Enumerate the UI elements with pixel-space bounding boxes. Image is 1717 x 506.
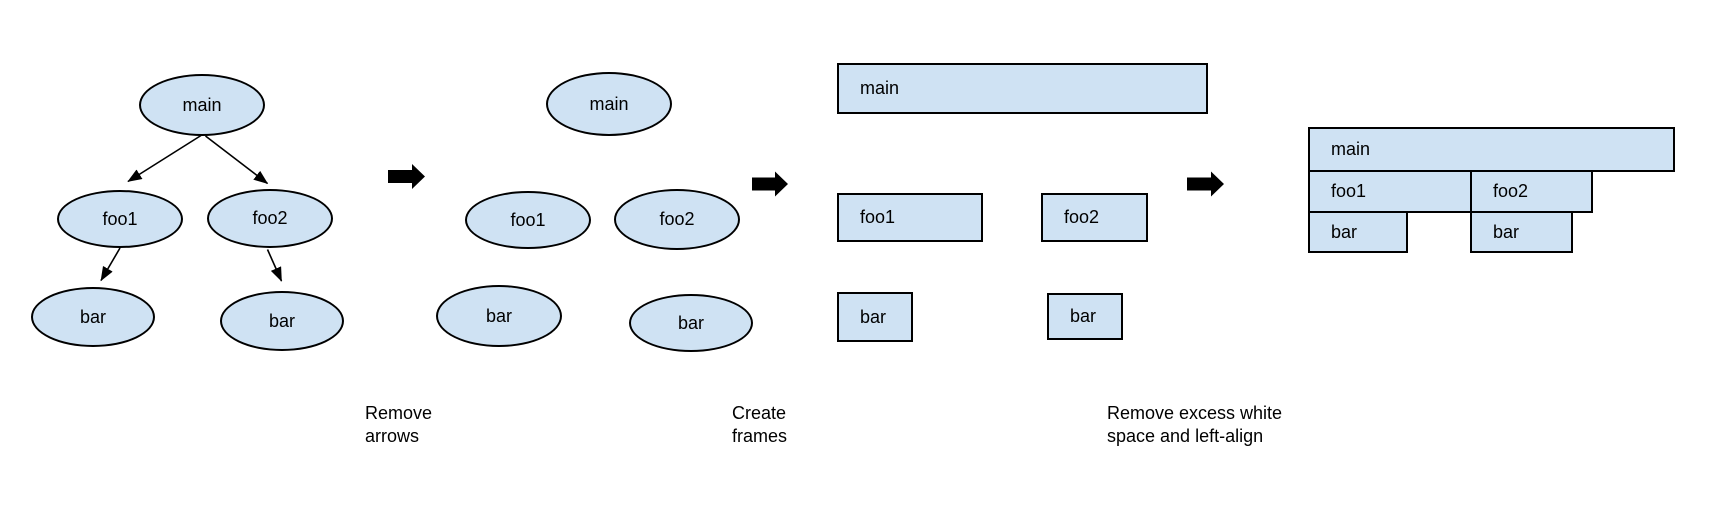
frame-foo1: foo1 bbox=[837, 193, 983, 242]
caption-create-frames: Create frames bbox=[732, 402, 787, 448]
tree-edge-main-foo1 bbox=[127, 134, 202, 183]
noarrow-node-main: main bbox=[546, 72, 672, 136]
frame-bar-left: bar bbox=[837, 292, 913, 342]
flame-frame-bar-right: bar bbox=[1470, 211, 1573, 253]
tree-edge-foo2-bar bbox=[266, 249, 283, 282]
frame-main: main bbox=[837, 63, 1208, 114]
tree-node-bar-left: bar bbox=[31, 287, 155, 347]
noarrow-node-bar-left: bar bbox=[436, 285, 562, 347]
frame-bar-right: bar bbox=[1047, 293, 1123, 340]
caption-create-frames-line2: frames bbox=[732, 426, 788, 446]
caption-left-align: Remove excess white space and left-align bbox=[1107, 402, 1282, 448]
caption-remove-arrows-line1: Remove bbox=[365, 403, 433, 423]
step-arrow-3-right-arrow-icon bbox=[1187, 171, 1224, 197]
caption-remove-arrows: Remove arrows bbox=[365, 402, 432, 448]
step-arrow-1-right-arrow-icon bbox=[388, 164, 425, 189]
tree-edge-main-foo2 bbox=[205, 135, 269, 185]
caption-left-align-line2: space and left-align bbox=[1107, 426, 1264, 446]
step-arrow-2-right-arrow-icon bbox=[752, 171, 788, 197]
tree-node-foo1: foo1 bbox=[57, 190, 183, 248]
flame-frame-bar-left: bar bbox=[1308, 211, 1408, 253]
noarrow-node-bar-right: bar bbox=[629, 294, 753, 352]
tree-node-foo2: foo2 bbox=[207, 189, 333, 248]
caption-create-frames-line1: Create bbox=[732, 403, 787, 423]
tree-edge-foo1-bar bbox=[100, 247, 121, 282]
caption-left-align-line1: Remove excess white bbox=[1107, 403, 1283, 423]
tree-node-bar-right: bar bbox=[220, 291, 344, 351]
flame-frame-foo2: foo2 bbox=[1470, 170, 1593, 213]
noarrow-node-foo1: foo1 bbox=[465, 191, 591, 249]
caption-remove-arrows-line2: arrows bbox=[365, 426, 420, 446]
tree-node-main: main bbox=[139, 74, 265, 136]
frame-foo2: foo2 bbox=[1041, 193, 1148, 242]
noarrow-node-foo2: foo2 bbox=[614, 189, 740, 250]
